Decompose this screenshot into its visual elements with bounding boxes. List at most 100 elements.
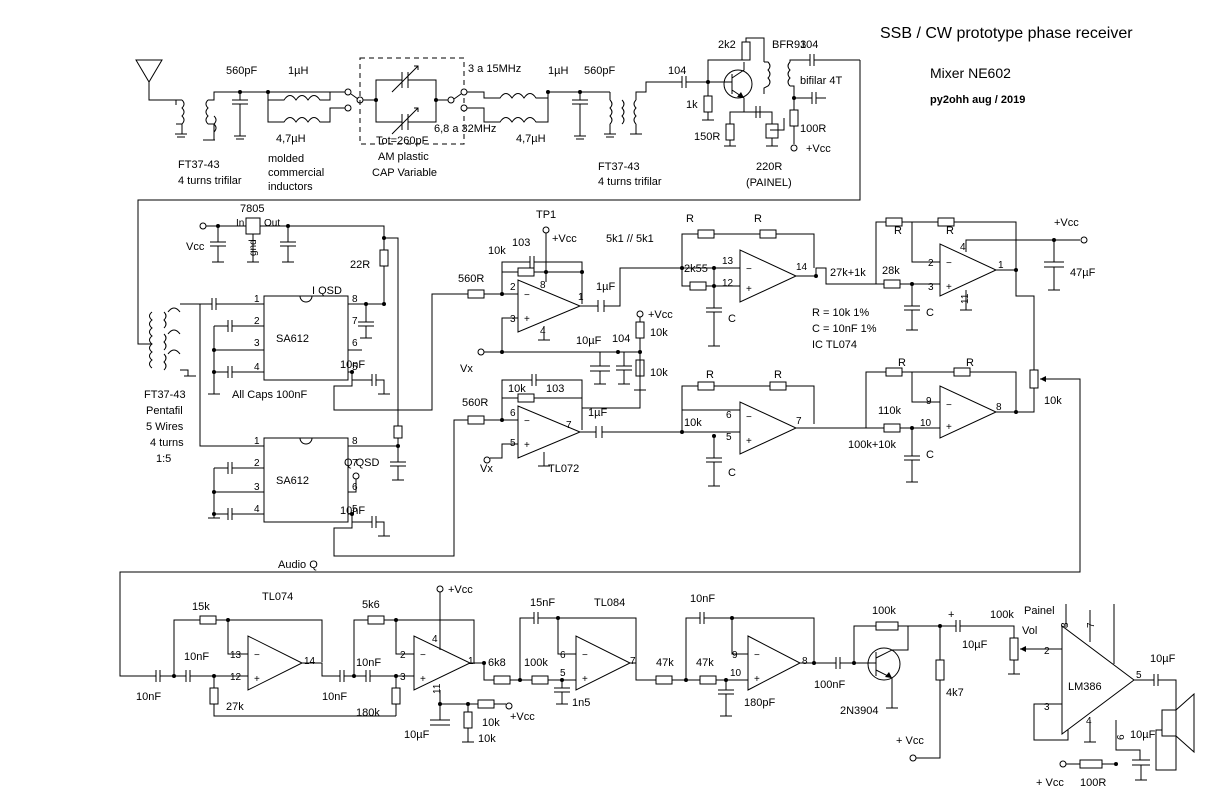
label-vcc-b: Vcc [186, 241, 205, 253]
label-10uf-d: 10µF [1150, 653, 1176, 665]
resistor-2k55 [689, 281, 707, 291]
label-c-a: C [728, 313, 736, 325]
label-10nf-b: 10nF [340, 505, 365, 517]
resistor-r-b2 [769, 381, 787, 391]
pin-label: 10 [920, 418, 932, 429]
label-100r-b: 100R [1080, 777, 1106, 789]
antenna-symbol [135, 59, 177, 105]
opamp-u1a [517, 279, 582, 333]
label-vcc-h: + Vcc [1036, 777, 1064, 789]
label-10nf-e: 10nF [322, 691, 347, 703]
pin-label: 4 [432, 634, 438, 645]
pin-label: 2 [254, 316, 260, 327]
label-rc-ic: IC TL074 [812, 339, 857, 351]
transistor-bfr93 [723, 62, 753, 108]
label-103-a: 103 [512, 237, 530, 249]
label-560pf-in: 560pF [226, 65, 257, 77]
label-1uh-b: 1µH [548, 65, 568, 77]
label-audio-q: Audio Q [278, 559, 318, 571]
wire-rf-loop [137, 60, 861, 345]
label-bifilar: bifilar 4T [800, 75, 842, 87]
label-10uf-b: 10µF [404, 729, 430, 741]
pin-label: 14 [796, 262, 808, 273]
resistor-27k [209, 687, 219, 705]
pin-label: 12 [722, 278, 734, 289]
resistor-100r-a [789, 109, 799, 127]
amplifier-lm386 [1061, 625, 1135, 735]
label-tl084: TL084 [594, 597, 625, 609]
label-100nf: 100nF [814, 679, 845, 691]
label-ft37-c3: 5 Wires [146, 421, 184, 433]
pin-label: 2 [400, 650, 406, 661]
resistor-28k [883, 279, 901, 289]
vcc-terminal-b [199, 222, 207, 230]
resistor-110k [883, 423, 901, 433]
resistor-r-c2 [937, 217, 955, 227]
capacitor-560pf-in [232, 92, 248, 140]
capacitor-10nf-e [339, 670, 354, 682]
label-r-d2: R [966, 357, 974, 369]
resistor-1k [703, 95, 713, 113]
label-27k: 27k [226, 701, 244, 713]
label-1uh-a: 1µH [288, 65, 308, 77]
label-2n3904: 2N3904 [840, 705, 879, 717]
pin-label: 9 [926, 396, 932, 407]
pin-label: 13 [230, 650, 242, 661]
opamp-u2a [517, 405, 582, 459]
resistor-10k-f [477, 699, 495, 709]
label-560pf-b: 560pF [584, 65, 615, 77]
label-vcc-a: +Vcc [806, 143, 831, 155]
pin-label: 1 [468, 656, 474, 667]
label-vcc-f: +Vcc [510, 711, 535, 723]
pot-100k-vol [1009, 637, 1019, 661]
label-100k-b: 100k [872, 605, 896, 617]
label-painel-b: Painel [1024, 605, 1055, 617]
resistor-2k2 [741, 41, 751, 61]
credit: py2ohh aug / 2019 [930, 94, 1025, 106]
resistor-10k-fb-a [517, 267, 535, 277]
label-10k-b: 10k [650, 327, 668, 339]
opamp-allpass-c [939, 243, 998, 297]
pin-label: 3 [510, 314, 516, 325]
transformer-bifilar [763, 59, 798, 110]
label-6-32mhz: 6,8 a 32MHz [434, 123, 496, 135]
resistor-22r-b [393, 425, 403, 439]
label-rc-c: C = 10nF 1% [812, 323, 877, 335]
mixer-sa612-a [263, 295, 349, 381]
resistor-15k [199, 615, 217, 625]
label-4k7: 4k7 [946, 687, 964, 699]
label-r-d1: R [898, 357, 906, 369]
subtitle: Mixer NE602 [930, 65, 1011, 81]
pin-label: 7 [352, 316, 358, 327]
label-ft37-c5: 1:5 [156, 453, 171, 465]
pin-label: 6 [510, 408, 516, 419]
pin-label: 4 [1086, 716, 1092, 727]
opamp-plus-sign: + [524, 314, 530, 325]
resistor-5k6 [367, 615, 385, 625]
pin-label: 6 [560, 650, 566, 661]
opamp-lpf-d [747, 635, 802, 691]
label-2k2: 2k2 [718, 39, 736, 51]
label-tot-260pf: Tot=260pF [376, 135, 429, 147]
label-10nf-d: 10nF [184, 651, 209, 663]
band-switch-b [436, 88, 468, 112]
label-10k-c: 10k [650, 367, 668, 379]
label-220r: 220R [756, 161, 782, 173]
label-painel-a: (PAINEL) [746, 177, 792, 189]
pin-label: 2 [510, 282, 516, 293]
pin-label: 7 [630, 656, 636, 667]
label-bfr93: BFR93 [772, 39, 806, 51]
label-ft37-b1: FT37-43 [598, 161, 640, 173]
opamp-minus-sign: − [946, 258, 952, 269]
speaker-symbol [1155, 692, 1195, 771]
pin-label: 5 [726, 432, 732, 443]
opamp-minus-sign: − [524, 416, 530, 427]
label-10nf-g: 10nF [690, 593, 715, 605]
opamp-plus-sign: + [420, 674, 426, 685]
label-10k-g: 10k [478, 733, 496, 745]
label-100k-vol: 100k [990, 609, 1014, 621]
opamp-minus-sign: − [254, 650, 260, 661]
label-104-a: 104 [668, 65, 686, 77]
pin-label: 4 [540, 326, 546, 337]
resistor-10k-g [463, 711, 473, 729]
